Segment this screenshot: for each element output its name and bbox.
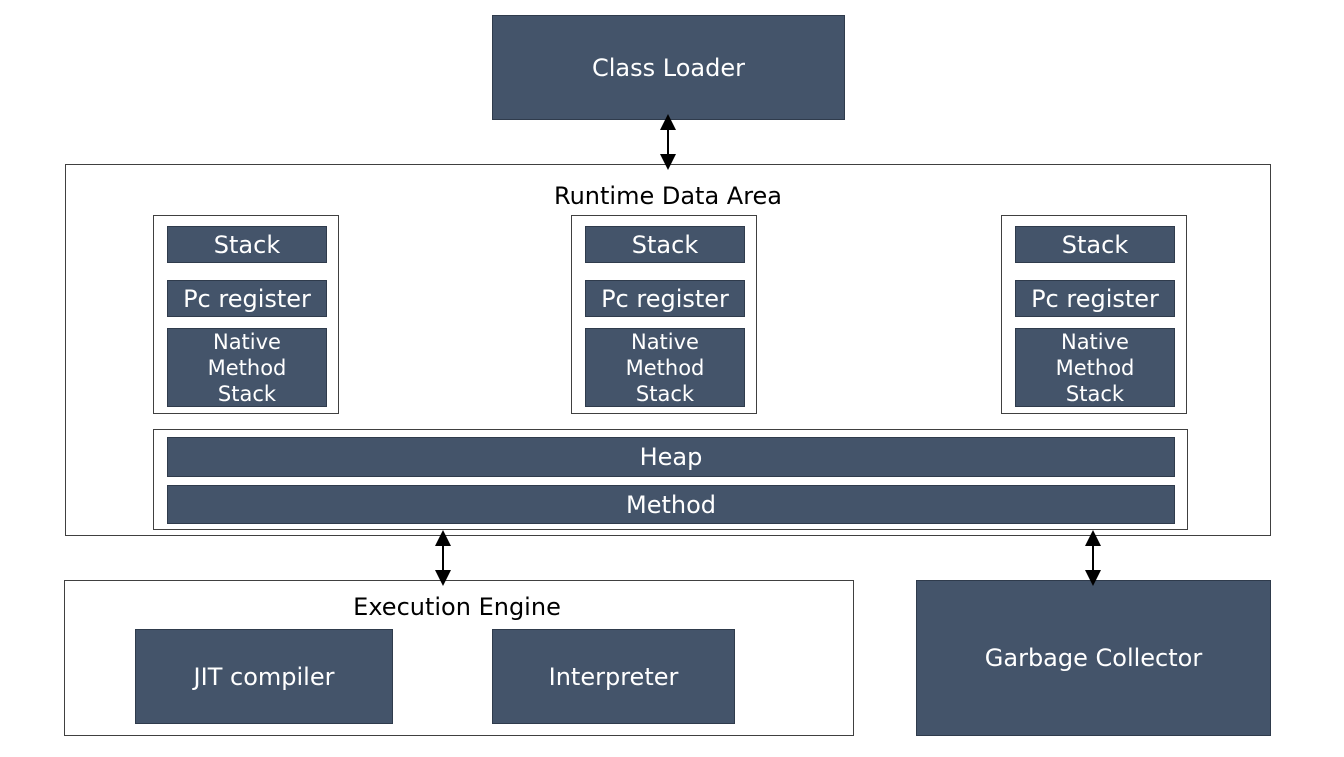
heap-method-group: Heap Method [153,429,1188,530]
native-method-stack-label: Native Method Stack [1055,329,1135,406]
stack-label: Stack [631,230,699,259]
pc-register-label: Pc register [1031,284,1159,313]
runtime-data-area: Runtime Data Area Stack Pc register Nati… [65,164,1271,536]
pc-register-box: Pc register [585,280,745,317]
class-loader-box: Class Loader [492,15,845,120]
execution-engine-title: Execution Engine [353,593,561,621]
stack-box: Stack [1015,226,1175,263]
native-method-stack-box: Native Method Stack [167,328,327,407]
pc-register-box: Pc register [167,280,327,317]
stack-box: Stack [585,226,745,263]
runtime-data-area-title: Runtime Data Area [553,182,783,210]
heap-label: Heap [639,443,703,471]
pc-register-label: Pc register [601,284,729,313]
heap-box: Heap [167,437,1175,477]
thread-group-3: Stack Pc register Native Method Stack [1001,215,1187,414]
native-method-stack-label: Native Method Stack [207,329,287,406]
native-method-stack-label: Native Method Stack [625,329,705,406]
garbage-collector-label: Garbage Collector [984,644,1203,672]
method-label: Method [625,490,716,519]
thread-group-2: Stack Pc register Native Method Stack [571,215,757,414]
garbage-collector-box: Garbage Collector [916,580,1271,736]
stack-box: Stack [167,226,327,263]
thread-group-1: Stack Pc register Native Method Stack [153,215,339,414]
class-loader-label: Class Loader [592,53,745,82]
method-box: Method [167,485,1175,524]
stack-label: Stack [1061,230,1129,259]
interpreter-box: Interpreter [492,629,735,724]
native-method-stack-box: Native Method Stack [585,328,745,407]
execution-engine: Execution Engine JIT compiler Interprete… [64,580,854,736]
stack-label: Stack [213,230,281,259]
jit-compiler-label: JIT compiler [193,662,335,691]
native-method-stack-box: Native Method Stack [1015,328,1175,407]
interpreter-label: Interpreter [548,662,679,691]
pc-register-box: Pc register [1015,280,1175,317]
jit-compiler-box: JIT compiler [135,629,393,724]
pc-register-label: Pc register [183,284,311,313]
